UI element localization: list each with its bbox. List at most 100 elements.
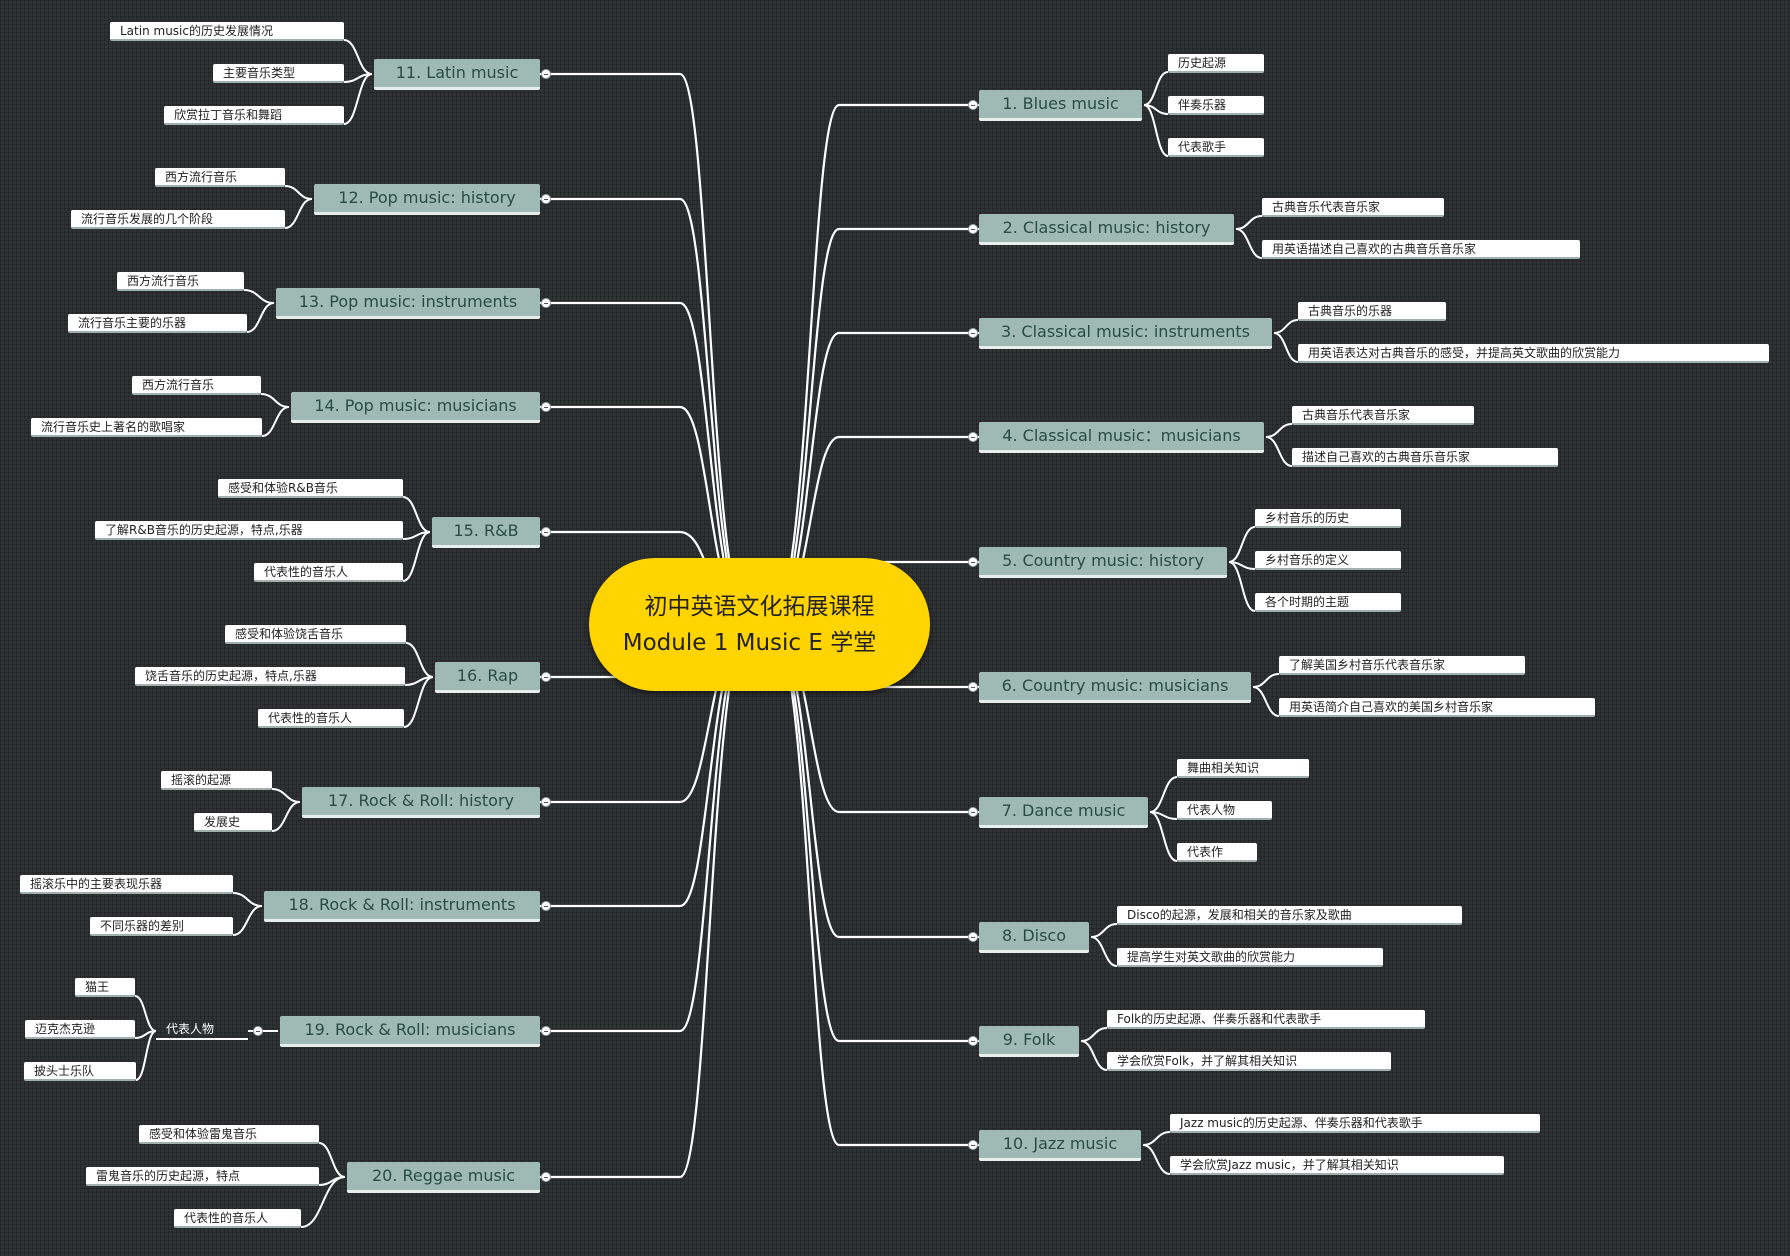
topic-2[interactable]: 2. Classical music: history (979, 214, 1234, 245)
subtopic[interactable]: 饶舌音乐的历史起源，特点,乐器 (135, 667, 405, 686)
sub-connector (318, 1142, 346, 1178)
topic-10[interactable]: 10. Jazz music (979, 1130, 1141, 1161)
subtopic[interactable]: 迈克杰克逊 (25, 1020, 135, 1039)
subtopic[interactable]: 摇滚的起源 (161, 771, 272, 790)
topic-3[interactable]: 3. Classical music: instruments (979, 318, 1272, 349)
collapse-toggle[interactable] (253, 1026, 263, 1036)
collapse-toggle[interactable] (968, 1036, 978, 1046)
sub-connector (232, 892, 263, 907)
subtopic[interactable]: 古典音乐的乐器 (1298, 302, 1446, 321)
sub-connector (1228, 526, 1256, 563)
subtopic[interactable]: 学会欣赏Folk，并了解其相关知识 (1107, 1052, 1391, 1071)
subtopic[interactable]: 舞曲相关知识 (1177, 759, 1309, 778)
subtopic[interactable]: 各个时期的主题 (1255, 593, 1401, 612)
collapse-toggle[interactable] (968, 807, 978, 817)
subtopic[interactable]: 代表作 (1177, 843, 1257, 862)
collapse-toggle[interactable] (541, 527, 551, 537)
subtopic[interactable]: 描述自己喜欢的古典音乐音乐家 (1292, 448, 1558, 467)
subtopic[interactable]: 欣赏拉丁音乐和舞蹈 (164, 106, 344, 125)
collapse-toggle[interactable] (541, 797, 551, 807)
subtopic[interactable]: Jazz music的历史起源、伴奏乐器和代表歌手 (1170, 1114, 1540, 1133)
subtopic[interactable]: 提高学生对英文歌曲的欣赏能力 (1117, 948, 1383, 967)
sub-connector (261, 406, 290, 437)
topic-17[interactable]: 17. Rock & Roll: history (302, 787, 540, 818)
collapse-toggle[interactable] (541, 194, 551, 204)
sub-connector (300, 1176, 346, 1228)
subtopic[interactable]: 西方流行音乐 (155, 168, 285, 187)
subtopic[interactable]: 古典音乐代表音乐家 (1262, 198, 1444, 217)
subtopic[interactable]: 西方流行音乐 (117, 272, 244, 291)
collapse-toggle[interactable] (541, 298, 551, 308)
subtopic[interactable]: 雷鬼音乐的历史起源，特点 (86, 1167, 319, 1186)
subtopic[interactable]: Latin music的历史发展情况 (110, 22, 344, 41)
topic-9[interactable]: 9. Folk (979, 1026, 1079, 1057)
subtopic[interactable]: 感受和体验雷鬼音乐 (139, 1125, 319, 1144)
topic-6[interactable]: 6. Country music: musicians (979, 672, 1251, 703)
collapse-toggle[interactable] (541, 1026, 551, 1036)
topic-8[interactable]: 8. Disco (979, 922, 1089, 953)
subtopic[interactable]: 感受和体验R&B音乐 (218, 479, 403, 498)
collapse-toggle[interactable] (541, 672, 551, 682)
collapse-toggle[interactable] (541, 69, 551, 79)
collapse-toggle[interactable] (968, 432, 978, 442)
collapse-toggle[interactable] (968, 1140, 978, 1150)
collapse-toggle[interactable] (968, 682, 978, 692)
branch-connector (540, 72, 751, 626)
topic-7[interactable]: 7. Dance music (979, 797, 1148, 828)
subtopic[interactable]: 西方流行音乐 (132, 376, 261, 395)
subtopic[interactable]: 流行音乐史上著名的歌唱家 (31, 418, 262, 437)
topic-15[interactable]: 15. R&B (432, 517, 540, 548)
topic-5[interactable]: 5. Country music: history (979, 547, 1227, 578)
subtopic[interactable]: 代表性的音乐人 (258, 709, 404, 728)
topic-18[interactable]: 18. Rock & Roll: instruments (264, 891, 540, 922)
topic-16[interactable]: 16. Rap (435, 662, 540, 693)
subtopic[interactable]: 代表歌手 (1168, 138, 1264, 157)
subtopic[interactable]: 用英语简介自己喜欢的美国乡村音乐家 (1279, 698, 1595, 717)
topic-4[interactable]: 4. Classical music：musicians (979, 422, 1264, 453)
subtopic[interactable]: 流行音乐发展的几个阶段 (71, 210, 285, 229)
subtopic[interactable]: 猫王 (75, 978, 135, 997)
central-topic[interactable]: 初中英语文化拓展课程 Module 1 Music E 学堂 (589, 558, 930, 691)
topic-12[interactable]: 12. Pop music: history (314, 184, 540, 215)
subtopic[interactable]: Folk的历史起源、伴奏乐器和代表歌手 (1107, 1010, 1425, 1029)
collapse-toggle[interactable] (968, 224, 978, 234)
subtopic[interactable]: 发展史 (194, 813, 272, 832)
subtopic[interactable]: 乡村音乐的定义 (1255, 551, 1401, 570)
subtopic[interactable]: 用英语描述自己喜欢的古典音乐音乐家 (1262, 240, 1580, 259)
collapse-toggle[interactable] (968, 932, 978, 942)
subtopic[interactable]: 了解R&B音乐的历史起源，特点,乐器 (95, 521, 403, 540)
subtopic[interactable]: Disco的起源，发展和相关的音乐家及歌曲 (1117, 906, 1462, 925)
subtopic[interactable]: 摇滚乐中的主要表现乐器 (20, 875, 233, 894)
topic-13[interactable]: 13. Pop music: instruments (276, 288, 540, 319)
sub-connector (1142, 1144, 1171, 1175)
subtopic[interactable]: 历史起源 (1168, 54, 1264, 73)
subtopic[interactable]: 了解美国乡村音乐代表音乐家 (1279, 656, 1525, 675)
topic-11[interactable]: 11. Latin music (374, 59, 540, 90)
subtopic[interactable]: 古典音乐代表音乐家 (1292, 406, 1474, 425)
subtopic[interactable]: 披头士乐队 (24, 1062, 136, 1081)
subtopic[interactable]: 代表性的音乐人 (254, 563, 403, 582)
sub-connector (1273, 319, 1299, 334)
subtopic[interactable]: 流行音乐主要的乐器 (68, 314, 247, 333)
topic-19[interactable]: 19. Rock & Roll: musicians (280, 1016, 540, 1047)
topic-1[interactable]: 1. Blues music (979, 90, 1142, 121)
topic-14[interactable]: 14. Pop music: musicians (291, 392, 540, 423)
sub-connector (343, 73, 373, 125)
subtopic[interactable]: 代表人物 (1177, 801, 1272, 820)
collapse-toggle[interactable] (541, 901, 551, 911)
topic-20[interactable]: 20. Reggae music (347, 1162, 540, 1193)
subtopic[interactable]: 乡村音乐的历史 (1255, 509, 1401, 528)
subtopic[interactable]: 主要音乐类型 (213, 64, 344, 83)
collapse-toggle[interactable] (968, 328, 978, 338)
subtopic[interactable]: 学会欣赏Jazz music，并了解其相关知识 (1170, 1156, 1504, 1175)
subtopic[interactable]: 感受和体验饶舌音乐 (225, 625, 406, 644)
subtopic[interactable]: 用英语表达对古典音乐的感受，并提高英文歌曲的欣赏能力 (1298, 344, 1769, 363)
collapse-toggle[interactable] (541, 1172, 551, 1182)
subtopic[interactable]: 伴奏乐器 (1168, 96, 1264, 115)
group-node[interactable]: 代表人物 (156, 1018, 248, 1040)
subtopic[interactable]: 代表性的音乐人 (174, 1209, 301, 1228)
collapse-toggle[interactable] (968, 100, 978, 110)
subtopic[interactable]: 不同乐器的差别 (90, 917, 233, 936)
collapse-toggle[interactable] (541, 402, 551, 412)
collapse-toggle[interactable] (968, 557, 978, 567)
